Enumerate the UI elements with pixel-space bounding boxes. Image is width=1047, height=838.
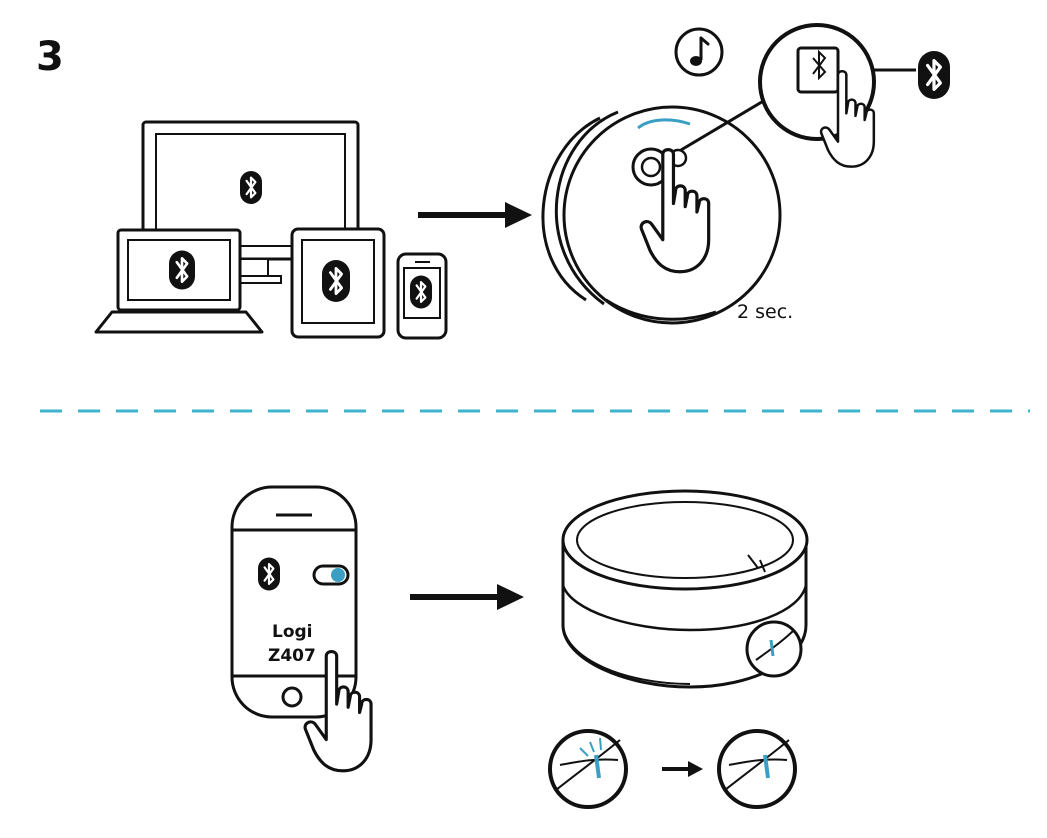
bluetooth-icon [321,260,351,302]
bluetooth-icon [258,556,280,592]
device-name-line1: Logi [272,622,313,642]
arrow-right-icon [418,202,532,228]
laptop-illustration [94,228,264,334]
tablet-illustration [290,227,386,339]
step-number: 3 [36,34,64,80]
bluetooth-icon [169,250,195,290]
speaker-side-view [561,489,809,689]
arrow-right-icon [662,761,703,777]
hold-duration-label: 2 sec. [737,301,793,323]
speaker-top-view [541,88,783,325]
toggle-switch-icon [312,564,350,586]
devices-group [94,120,448,340]
led-blinking-callout [548,729,628,809]
bluetooth-icon [410,274,432,310]
bluetooth-button-callout [758,23,952,168]
device-name-line2: Z407 [268,646,316,666]
phone-illustration [396,252,448,340]
music-note-icon [674,27,724,77]
led-solid-callout [717,729,797,809]
bluetooth-icon [916,51,952,99]
arrow-right-icon [410,584,524,610]
phone-settings-illustration: Logi Z407 [230,485,373,773]
bluetooth-icon [240,171,262,204]
monitor-illustration [141,120,360,284]
